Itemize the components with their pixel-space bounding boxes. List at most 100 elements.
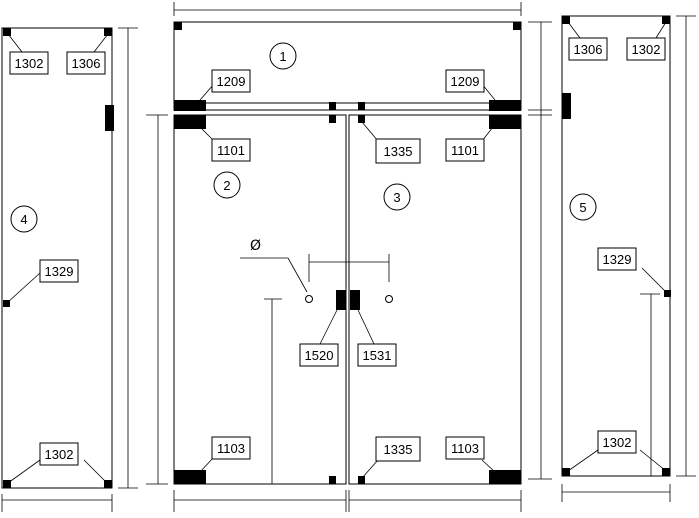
leader <box>7 459 41 484</box>
label-3-handle: 1531 <box>357 343 397 367</box>
panel-5-number: 5 <box>579 200 586 215</box>
leader <box>641 267 667 293</box>
panel-1-outline <box>173 21 522 111</box>
fitting-1103-right <box>489 470 521 484</box>
label-text: 1103 <box>451 441 479 456</box>
panel-4: 4 <box>1 27 138 512</box>
label-text: 1306 <box>72 56 101 71</box>
leader <box>481 459 496 473</box>
label-4-mid: 1329 <box>39 259 79 283</box>
label-text: 1302 <box>15 56 44 71</box>
fitting-1302-bottom-right <box>104 480 112 488</box>
label-5-top-right: 1302 <box>626 37 666 61</box>
fitting-1209-left <box>174 100 206 111</box>
lock-block <box>105 105 114 131</box>
handle-1520 <box>336 290 346 310</box>
label-text: 1103 <box>217 441 245 456</box>
leader <box>319 309 338 345</box>
panel-5-number-circle <box>569 193 597 221</box>
label-text: 1329 <box>45 264 74 279</box>
fitting-center-right <box>358 102 365 110</box>
label-text: 1335 <box>384 442 413 457</box>
fitting-1302-top <box>662 16 670 24</box>
leader <box>567 21 581 39</box>
leader <box>83 459 108 484</box>
leader <box>7 33 23 53</box>
panel-1-number: 1 <box>279 49 286 64</box>
fitting-1302-top <box>3 28 11 36</box>
leader <box>639 449 667 472</box>
leader <box>655 21 667 39</box>
label-5-bottom: 1302 <box>597 430 637 454</box>
label-2-top: 1101 <box>211 138 251 162</box>
fitting-top-left <box>174 22 182 30</box>
label-text: 1329 <box>603 252 632 267</box>
fitting-1302-bottom-left <box>562 468 570 476</box>
panel-2-outline <box>173 114 347 485</box>
leader <box>361 121 379 142</box>
leader <box>567 449 599 472</box>
fitting-2-top-right <box>329 115 336 123</box>
label-1-left: 1209 <box>211 69 251 93</box>
panel-2-number-circle <box>213 171 241 199</box>
panel-5: 5 <box>561 15 696 502</box>
label-3-bottom-left: 1335 <box>375 436 421 462</box>
label-2-bottom: 1103 <box>211 436 251 460</box>
panel-1-number-circle <box>269 42 297 70</box>
label-text: 1101 <box>217 143 245 158</box>
panel-3-number-circle <box>383 183 411 211</box>
label-5-mid: 1329 <box>597 247 637 271</box>
panel-1: 1 <box>173 2 522 111</box>
panel-3-outline <box>348 114 522 485</box>
label-text: 1302 <box>632 42 661 57</box>
fitting-top-right <box>513 22 521 30</box>
label-3-top-right: 1101 <box>445 138 485 162</box>
label-2-handle: 1520 <box>299 343 339 367</box>
fitting-1306-top <box>562 16 570 24</box>
panel-4-outline <box>1 27 113 489</box>
diameter-leader <box>287 257 308 293</box>
leader <box>357 309 375 345</box>
label-text: 1520 <box>305 348 334 363</box>
fitting-1335-top <box>358 115 365 123</box>
leader <box>7 272 41 303</box>
fitting-1306-top <box>104 28 112 36</box>
label-text: 1531 <box>363 348 392 363</box>
label-1-right: 1209 <box>445 69 485 93</box>
label-3-top-left: 1335 <box>375 138 421 164</box>
fitting-1302-bottom-right <box>662 468 670 476</box>
label-4-bottom: 1302 <box>39 442 79 466</box>
label-text: 1209 <box>451 74 480 89</box>
fitting-2-bottom-right <box>329 476 336 484</box>
label-5-top-left: 1306 <box>568 37 608 61</box>
panel-5-outline <box>561 15 671 477</box>
lock-block <box>562 93 571 119</box>
fitting-1101-left <box>174 115 206 129</box>
label-text: 1302 <box>45 447 74 462</box>
fitting-1101-right <box>489 115 521 129</box>
hole-left <box>305 295 313 303</box>
fitting-1103-left <box>174 470 206 484</box>
panel-4-number-circle <box>10 205 38 233</box>
fitting-1329 <box>3 300 10 307</box>
handle-1531 <box>350 290 360 310</box>
leader <box>93 33 109 53</box>
leader <box>361 459 379 479</box>
hole-right <box>385 295 393 303</box>
label-4-top-left: 1302 <box>9 51 49 75</box>
label-text: 1335 <box>384 144 413 159</box>
label-text: 1302 <box>603 435 632 450</box>
label-text: 1209 <box>217 74 246 89</box>
fitting-1302-bottom-left <box>3 480 11 488</box>
fitting-1209-right <box>489 100 521 111</box>
panel-3: 3 <box>348 114 522 485</box>
fitting-center-left <box>329 102 336 110</box>
panel-3-number: 3 <box>393 190 400 205</box>
label-3-bottom-right: 1103 <box>445 436 485 460</box>
label-4-top-right: 1306 <box>66 51 106 75</box>
panel-4-number: 4 <box>20 212 27 227</box>
door-dimensions <box>146 21 552 512</box>
fitting-1329 <box>664 290 671 297</box>
diameter-symbol: Ø <box>250 238 261 254</box>
